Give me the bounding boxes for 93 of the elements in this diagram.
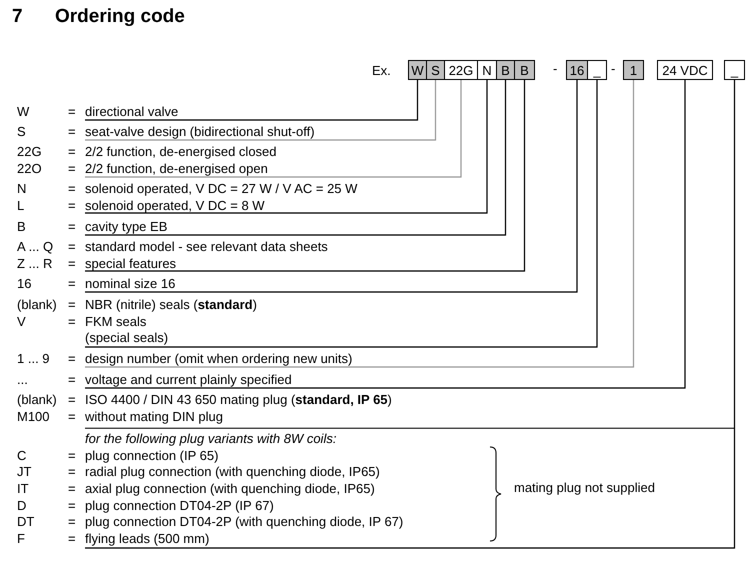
option-description: flying leads (500 mm) xyxy=(85,530,210,547)
code-box: _ xyxy=(724,60,745,80)
code-box: S xyxy=(426,60,445,80)
code-box: 24 VDC xyxy=(657,60,713,80)
option-description: directional valve xyxy=(85,104,178,120)
code-box: B xyxy=(514,60,535,80)
option-description: (special seals) xyxy=(85,330,168,346)
option-description: 2/2 function, de-energised closed xyxy=(85,144,277,160)
option-description: solenoid operated, V DC = 27 W / V AC = 25 W xyxy=(85,181,358,197)
code-box: _ xyxy=(587,60,607,80)
option-description: solenoid operated, V DC = 8 W xyxy=(85,198,265,214)
option-code: W xyxy=(17,104,30,120)
equals-sign: = xyxy=(68,160,76,177)
equals-sign: = xyxy=(68,104,76,120)
option-description: standard model - see relevant data sheets xyxy=(85,239,328,255)
option-code: A ... Q xyxy=(17,239,54,255)
option-description: plug connection (IP 65) xyxy=(85,448,218,464)
equals-sign: = xyxy=(68,530,76,547)
equals-sign: = xyxy=(68,297,76,313)
option-code: DT xyxy=(17,514,34,530)
separator-dash: - xyxy=(611,61,616,77)
option-description: plug connection DT04-2P (with quenching diode, IP 67) xyxy=(85,514,404,530)
leader-line xyxy=(85,80,506,236)
equals-sign: = xyxy=(68,124,76,140)
code-box: N xyxy=(477,60,497,80)
leader-line xyxy=(85,80,436,141)
code-box: 22G xyxy=(444,60,478,80)
leader-line xyxy=(85,80,462,178)
option-code: L xyxy=(17,198,24,214)
leader-line xyxy=(85,80,578,293)
code-box: 16 xyxy=(566,60,588,80)
option-description: ISO 4400 / DIN 43 650 mating plug (standard, IP 65) xyxy=(85,392,392,408)
equals-sign: = xyxy=(68,464,76,480)
option-code: 22G xyxy=(17,144,42,160)
option-code: ... xyxy=(17,372,28,388)
option-code: (blank) xyxy=(17,297,57,313)
equals-sign: = xyxy=(68,144,76,160)
title: Ordering code xyxy=(55,6,185,28)
option-code: C xyxy=(17,448,26,464)
option-description: 2/2 function, de-energised open xyxy=(85,160,268,177)
code-box: 1 xyxy=(623,60,644,80)
leader-line xyxy=(85,80,488,214)
option-code: 22O xyxy=(17,160,42,177)
equals-sign: = xyxy=(68,239,76,255)
separator-dash: - xyxy=(553,61,558,77)
option-description: seat-valve design (bidirectional shut-off) xyxy=(85,124,315,140)
equals-sign: = xyxy=(68,408,76,425)
option-description: plug connection DT04-2P (IP 67) xyxy=(85,498,274,514)
option-description: NBR (nitrile) seals (standard) xyxy=(85,297,257,313)
leader-line xyxy=(85,80,736,549)
option-code: N xyxy=(17,181,26,197)
option-description: radial plug connection (with quenching diode, IP65) xyxy=(85,464,380,480)
example-label: Ex. xyxy=(372,63,391,79)
equals-sign: = xyxy=(68,276,76,292)
option-description: FKM seals xyxy=(85,314,146,330)
code-box: B xyxy=(496,60,515,80)
section-number: 7 xyxy=(12,6,23,28)
option-description: design number (omit when ordering new units) xyxy=(85,351,352,367)
equals-sign: = xyxy=(68,181,76,197)
option-description: voltage and current plainly specified xyxy=(85,372,292,388)
option-code: JT xyxy=(17,464,32,480)
note-text: for the following plug variants with 8W coils: xyxy=(85,431,336,448)
leader-line xyxy=(85,80,418,121)
option-code: Z ... R xyxy=(17,256,52,272)
option-code: V xyxy=(17,314,26,330)
code-box: W xyxy=(408,60,427,80)
equals-sign: = xyxy=(68,256,76,272)
equals-sign: = xyxy=(68,198,76,214)
option-code: S xyxy=(17,124,26,140)
equals-sign: = xyxy=(68,481,76,497)
option-description: nominal size 16 xyxy=(85,276,176,292)
equals-sign: = xyxy=(68,514,76,530)
option-code: B xyxy=(17,219,26,235)
option-code: (blank) xyxy=(17,392,57,408)
equals-sign: = xyxy=(68,351,76,367)
equals-sign: = xyxy=(68,372,76,388)
option-description: without mating DIN plug xyxy=(85,408,224,425)
option-code: IT xyxy=(17,481,29,497)
option-code: 1 ... 9 xyxy=(17,351,50,367)
equals-sign: = xyxy=(68,448,76,464)
note-label: mating plug not supplied xyxy=(514,480,655,496)
option-code: 16 xyxy=(17,276,32,292)
option-description: cavity type EB xyxy=(85,219,168,235)
equals-sign: = xyxy=(68,498,76,514)
equals-sign: = xyxy=(68,314,76,330)
option-code: D xyxy=(17,498,26,514)
option-code: M100 xyxy=(17,408,50,425)
option-code: F xyxy=(17,530,25,547)
equals-sign: = xyxy=(68,392,76,408)
option-description: special features xyxy=(85,256,176,272)
option-description: axial plug connection (with quenching diode, IP65) xyxy=(85,481,375,497)
leader-line xyxy=(85,80,526,272)
equals-sign: = xyxy=(68,219,76,235)
